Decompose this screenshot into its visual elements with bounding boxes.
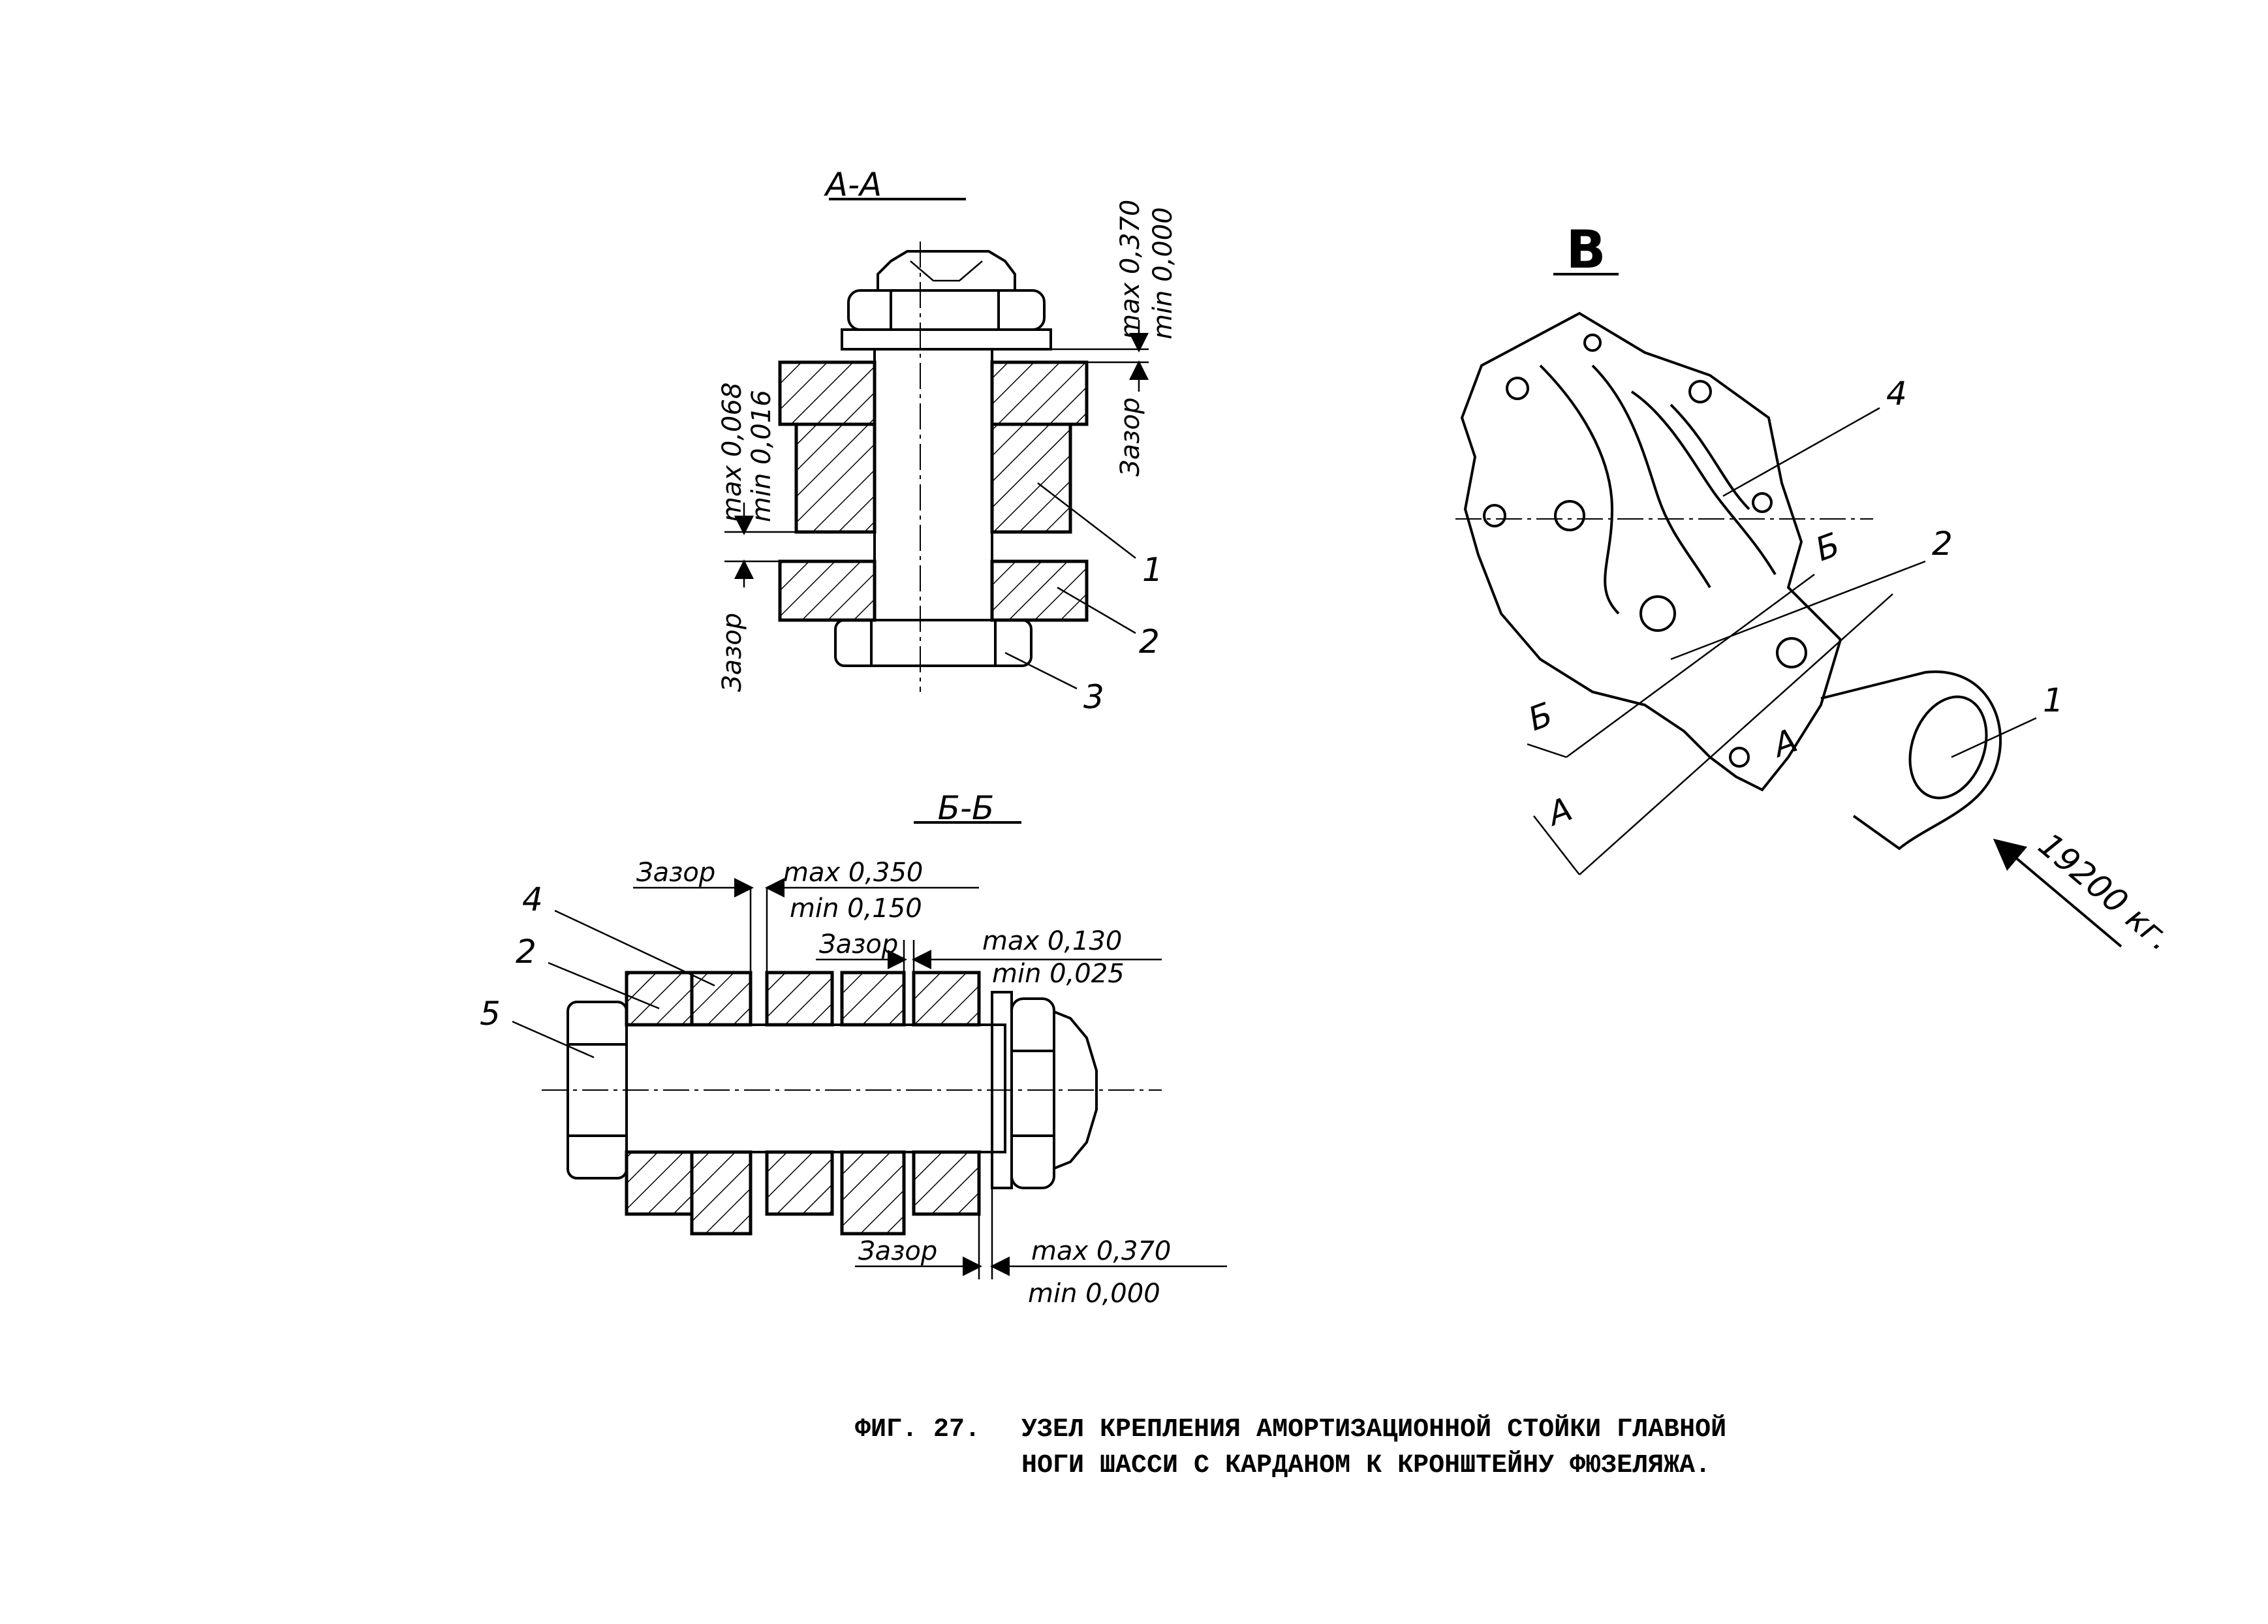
bb-callout-4: 4 (522, 881, 543, 918)
lower-lug-left (778, 559, 877, 622)
view-v-callout-2: 2 (1932, 525, 1953, 563)
section-aa-title: А-А (824, 166, 882, 204)
aa-dim-top-min: min 0,000 (1148, 207, 1178, 339)
bushing-left (794, 422, 877, 534)
caption-line-2: НОГИ ШАССИ С КАРДАНОМ К КРОНШТЕЙНУ ФЮЗЕЛ… (1021, 1450, 1711, 1480)
view-v-section-a-bottom: А (1541, 790, 1577, 834)
bb-callout-2: 2 (516, 933, 536, 971)
aa-callout-1: 1 (1142, 551, 1163, 589)
section-bb-title: Б-Б (938, 789, 995, 827)
lower-lug-right (990, 559, 1089, 622)
bb-bolt-shank (625, 1023, 1006, 1153)
view-v-callout-1: 1 (2043, 681, 2064, 719)
bb-nut (1010, 997, 1055, 1189)
aa-dim-top-max: max 0,370 (1115, 200, 1145, 339)
bracket-holes (1483, 334, 1807, 768)
bb-gap2-max: max 0,130 (982, 926, 1122, 956)
upper-lug-left (778, 360, 877, 426)
caption-number: ФИГ. 27. (855, 1415, 980, 1444)
aa-callout-2: 2 (1139, 623, 1160, 661)
bb-gap3-max: max 0,370 (1031, 1236, 1171, 1266)
bb-gap1-label: Зазор (636, 858, 715, 888)
callout-leader-3 (1004, 651, 1078, 690)
fuselage-bracket-plate (1460, 311, 1842, 792)
upper-lug-right (990, 360, 1089, 426)
load-arrow (1993, 838, 2122, 948)
bb-gap3-label: Зазор (858, 1236, 937, 1266)
bolt-shank (873, 348, 993, 621)
view-v-callout-4: 4 (1886, 375, 1907, 413)
view-v-section-b-bottom: Б (1523, 695, 1557, 738)
bb-gap3-min: min 0,000 (1028, 1279, 1160, 1309)
bb-cotter (1053, 1010, 1098, 1170)
castle-nut (841, 250, 1052, 351)
view-v-title: В (1566, 219, 1606, 280)
callout-leader-1 (1037, 482, 1136, 559)
aa-gap-left: Зазор (717, 613, 747, 692)
bolt-head (834, 619, 1033, 667)
figure-caption: ФИГ. 27. УЗЕЛ КРЕПЛЕНИЯ АМОРТИЗАЦИОННОЙ … (855, 1414, 1726, 1480)
bb-gap2-min: min 0,025 (992, 959, 1125, 989)
bb-gap1-min: min 0,150 (790, 894, 922, 924)
view-v-section-a-top: А (1766, 721, 1802, 765)
bb-plates (625, 971, 981, 1236)
shock-strut-tube (1820, 670, 2002, 851)
bb-callout-5: 5 (480, 995, 501, 1033)
aa-callout-3: 3 (1083, 678, 1104, 716)
view-v-load: 19200 кг. (2031, 826, 2179, 958)
view-v: В Б Б А А (1455, 219, 2179, 958)
bb-gap2-label: Зазор (819, 929, 898, 960)
callout-leader-2 (1057, 586, 1136, 634)
section-bb: Б-Б Зазор max (480, 789, 1227, 1309)
aa-dim-left-max: max 0,068 (717, 383, 747, 522)
aa-dim-left-min: min 0,016 (747, 390, 777, 522)
aa-gap-right: Зазор (1115, 398, 1145, 476)
bushing-right (990, 422, 1072, 534)
view-v-section-b-top: Б (1810, 525, 1844, 569)
bb-gap1-max: max 0,350 (783, 858, 923, 888)
section-aa: А-А max 0,370 min 0,000 (717, 166, 1178, 716)
caption-line-1: УЗЕЛ КРЕПЛЕНИЯ АМОРТИЗАЦИОННОЙ СТОЙКИ ГЛ… (1021, 1414, 1726, 1444)
